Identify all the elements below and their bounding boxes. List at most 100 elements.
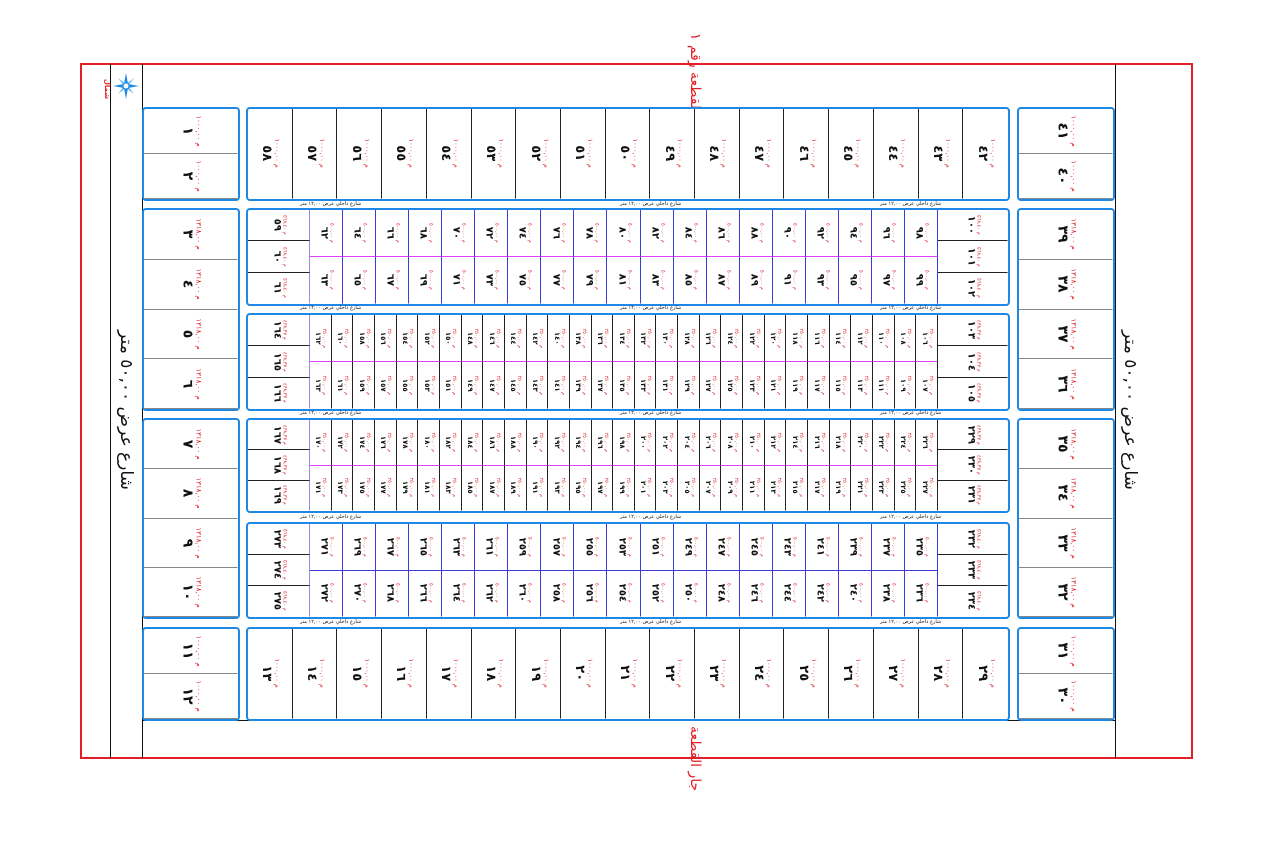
- plot-266[interactable]: م ٥٠٠,٠٠٢٦٦: [409, 570, 443, 617]
- plot-37[interactable]: م ١٣١٨,٠٠٣٧: [1019, 310, 1113, 360]
- plot-81[interactable]: م ٥٠٠,٠٠٨١: [607, 257, 641, 304]
- plot-21[interactable]: م ١٠٠٠,٠٠٢١: [606, 629, 651, 719]
- plot-117[interactable]: م ٢٥٠,٠٠١١٧: [808, 362, 830, 409]
- plot-135[interactable]: م ٢٥٠,٠٠١٣٥: [613, 362, 635, 409]
- plot-263[interactable]: م ٥٠٠,٠٠٢٦٣: [442, 524, 476, 571]
- plot-119[interactable]: م ٢٥٠,٠٠١١٩: [786, 362, 809, 409]
- plot-215[interactable]: م ٢٥٠,٠٠٢١٥: [786, 465, 809, 511]
- plot-40[interactable]: م ١٠٠٠,٠٠٤٠: [1019, 154, 1113, 199]
- plot-155[interactable]: م ٢٥٠,٠٠١٥٥: [397, 362, 419, 409]
- plot-123[interactable]: م ٢٥٠,٠٠١٢٣: [743, 362, 765, 409]
- plot-239[interactable]: م ٥٠٠,٠٠٢٣٩: [838, 524, 872, 571]
- plot-213[interactable]: م ٢٥٠,٠٠٢١٣: [765, 465, 787, 511]
- plot-237[interactable]: م ٥٠٠,٠٠٢٣٧: [871, 524, 905, 571]
- plot-52[interactable]: م ١٠٠٠,٠٠٥٢: [516, 109, 561, 199]
- plot-39[interactable]: م ١٣١٨,٠٠٣٩: [1019, 210, 1113, 260]
- plot-114[interactable]: م ٢٥٠,٠٠١١٤: [829, 315, 852, 362]
- plot-217[interactable]: م ٢٥٠,٠٠٢١٧: [808, 465, 830, 511]
- plot-186[interactable]: م ٢٥٠,٠٠١٨٦: [483, 420, 505, 466]
- plot-159[interactable]: م ٢٥٠,٠٠١٥٩: [353, 362, 375, 409]
- plot-143[interactable]: م ٢٥٠,٠٠١٤٣: [527, 362, 549, 409]
- plot-130[interactable]: م ٢٥٠,٠٠١٣٠: [656, 315, 679, 362]
- plot-152[interactable]: م ٢٥٠,٠٠١٥٢: [418, 315, 440, 362]
- plot-116[interactable]: م ٢٥٠,٠٠١١٦: [808, 315, 830, 362]
- plot-164[interactable]: م ٤٣٨,٣٧١٦٤: [248, 315, 310, 347]
- plot-259[interactable]: م ٥٠٠,٠٠٢٥٩: [508, 524, 542, 571]
- plot-25[interactable]: م ١٠٠٠,٠٠٢٥: [784, 629, 830, 719]
- plot-129[interactable]: م ٢٥٠,٠٠١٢٩: [678, 362, 700, 409]
- plot-205[interactable]: م ٢٥٠,٠٠٢٠٥: [678, 465, 700, 511]
- plot-232[interactable]: م ٥٦٨,٤٠٢٣٢: [938, 524, 1008, 555]
- plot-157[interactable]: م ٢٥٠,٠٠١٥٧: [375, 362, 397, 409]
- plot-138[interactable]: م ٢٥٠,٠٠١٣٨: [569, 315, 592, 362]
- plot-207[interactable]: م ٢٥٠,٠٠٢٠٧: [700, 465, 722, 511]
- plot-227[interactable]: م ٢٥٠,٠٠٢٢٧: [916, 465, 938, 511]
- plot-65[interactable]: م ٥٠٠,٠٠٦٥: [343, 257, 377, 304]
- plot-167[interactable]: م ٤٣٨,٣٧١٦٧: [248, 420, 310, 451]
- plot-73[interactable]: م ٥٠٠,٠٠٧٣: [475, 257, 509, 304]
- plot-127[interactable]: م ٢٥٠,٠٠١٢٧: [700, 362, 722, 409]
- plot-77[interactable]: م ٥٠٠,٠٠٧٧: [541, 257, 575, 304]
- plot-188[interactable]: م ٢٥٠,٠٠١٨٨: [504, 420, 527, 466]
- plot-252[interactable]: م ٥٠٠,٠٠٢٥٢: [641, 570, 674, 617]
- plot-16[interactable]: م ١٠٠٠,٠٠١٦: [382, 629, 427, 719]
- plot-139[interactable]: م ٢٥٠,٠٠١٣٩: [570, 362, 592, 409]
- plot-158[interactable]: م ٢٥٠,٠٠١٥٨: [353, 315, 375, 362]
- plot-11[interactable]: م ١٠٠٠,٠٠١١: [144, 629, 238, 674]
- plot-185[interactable]: م ٢٥٠,٠٠١٨٥: [462, 465, 484, 511]
- plot-71[interactable]: م ٥٠٠,٠٠٧١: [442, 257, 476, 304]
- plot-92[interactable]: م ٥٠٠,٠٠٩٢: [805, 210, 839, 257]
- plot-216[interactable]: م ٢٥٠,٠٠٢١٦: [808, 420, 830, 466]
- plot-107[interactable]: م ٢٥٠,٠٠١٠٧: [916, 362, 938, 409]
- plot-140[interactable]: م ٢٥٠,٠٠١٤٠: [548, 315, 570, 362]
- plot-226[interactable]: م ٢٥٠,٠٠٢٢٦: [916, 420, 938, 466]
- plot-195[interactable]: م ٢٥٠,٠٠١٩٥: [570, 465, 592, 511]
- plot-20[interactable]: م ١٠٠٠,٠٠٢٠: [561, 629, 606, 719]
- plot-60[interactable]: م ٥٦٨,٤٠٦٠: [248, 241, 310, 273]
- plot-97[interactable]: م ٥٠٠,٠٠٩٧: [872, 257, 905, 304]
- plot-154[interactable]: م ٢٥٠,٠٠١٥٤: [396, 315, 419, 362]
- plot-1[interactable]: م ١٠٠٠,٠٠١: [144, 109, 238, 154]
- plot-102[interactable]: م ٥٦٨,٤٠١٠٢: [938, 273, 1008, 304]
- plot-240[interactable]: م ٥٠٠,٠٠٢٤٠: [839, 570, 872, 617]
- plot-79[interactable]: م ٥٠٠,٠٠٧٩: [574, 257, 608, 304]
- plot-2[interactable]: م ١٠٠٠,٠٠٢: [144, 154, 238, 199]
- plot-163[interactable]: م ٢٥٠,٠٠١٦٣: [310, 362, 332, 409]
- plot-148[interactable]: م ٢٥٠,٠٠١٤٨: [461, 315, 484, 362]
- plot-236[interactable]: م ٥٠٠,٠٠٢٣٦: [905, 570, 938, 617]
- plot-166[interactable]: م ٤٣٨,٣٧١٦٦: [248, 377, 310, 409]
- plot-33[interactable]: م ١٣١٨,٠٠٣٣: [1019, 519, 1113, 568]
- plot-267[interactable]: م ٥٠٠,٠٠٢٦٧: [376, 524, 410, 571]
- plot-134[interactable]: م ٢٥٠,٠٠١٣٤: [613, 315, 635, 362]
- plot-172[interactable]: م ٢٥٠,٠٠١٧٢: [331, 420, 354, 466]
- plot-218[interactable]: م ٢٥٠,٠٠٢١٨: [829, 420, 852, 466]
- plot-149[interactable]: م ٢٥٠,٠٠١٤٩: [462, 362, 484, 409]
- plot-251[interactable]: م ٥٠٠,٠٠٢٥١: [640, 524, 674, 571]
- plot-256[interactable]: م ٥٠٠,٠٠٢٥٦: [574, 570, 608, 617]
- plot-128[interactable]: م ٢٥٠,٠٠١٢٨: [678, 315, 700, 362]
- plot-66[interactable]: م ٥٠٠,٠٠٦٦: [376, 210, 410, 257]
- plot-10[interactable]: م ١٣١٨,٠٠١٠: [144, 568, 238, 617]
- plot-17[interactable]: م ١٠٠٠,٠٠١٧: [427, 629, 472, 719]
- plot-93[interactable]: م ٥٠٠,٠٠٩٣: [806, 257, 839, 304]
- plot-178[interactable]: م ٢٥٠,٠٠١٧٨: [396, 420, 419, 466]
- plot-198[interactable]: م ٢٥٠,٠٠١٩٨: [613, 420, 635, 466]
- plot-64[interactable]: م ٥٠٠,٠٠٦٤: [343, 210, 377, 257]
- plot-170[interactable]: م ٢٥٠,٠٠١٧٠: [310, 420, 332, 466]
- plot-18[interactable]: م ١٠٠٠,٠٠١٨: [472, 629, 517, 719]
- plot-210[interactable]: م ٢٥٠,٠٠٢١٠: [743, 420, 765, 466]
- plot-219[interactable]: م ٢٥٠,٠٠٢١٩: [830, 465, 852, 511]
- plot-177[interactable]: م ٢٥٠,٠٠١٧٧: [375, 465, 397, 511]
- plot-244[interactable]: م ٥٠٠,٠٠٢٤٤: [773, 570, 806, 617]
- plot-120[interactable]: م ٢٥٠,٠٠١٢٠: [764, 315, 787, 362]
- plot-12[interactable]: م ١٠٠٠,٠٠١٢: [144, 674, 238, 719]
- plot-249[interactable]: م ٥٠٠,٠٠٢٤٩: [673, 524, 707, 571]
- plot-70[interactable]: م ٥٠٠,٠٠٧٠: [442, 210, 476, 257]
- plot-190[interactable]: م ٢٥٠,٠٠١٩٠: [526, 420, 549, 466]
- plot-31[interactable]: م ١٠٠٠,٠٠٣١: [1019, 629, 1113, 674]
- plot-83[interactable]: م ٥٠٠,٠٠٨٣: [641, 257, 674, 304]
- plot-180[interactable]: م ٢٥٠,٠٠١٨٠: [418, 420, 440, 466]
- plot-165[interactable]: م ٤٣٨,٣٧١٦٥: [248, 346, 310, 378]
- plot-133[interactable]: م ٢٥٠,٠٠١٣٣: [635, 362, 657, 409]
- plot-74[interactable]: م ٥٠٠,٠٠٧٤: [508, 210, 542, 257]
